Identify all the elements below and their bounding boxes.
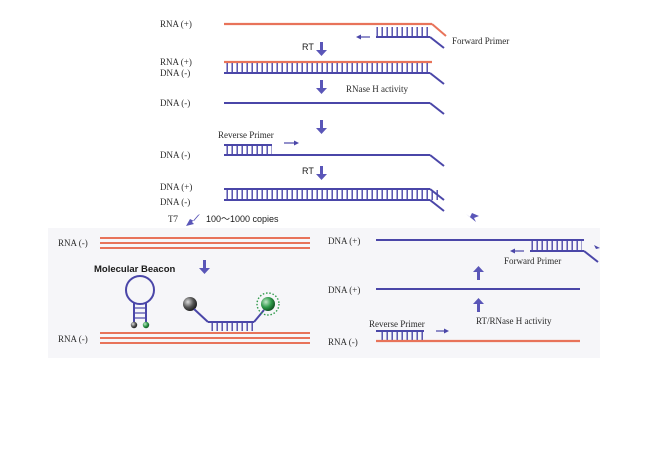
label-rna-minus-bottom: RNA (-) bbox=[58, 334, 88, 344]
arrow-up-2-shaft bbox=[477, 304, 480, 312]
arrow-step3-shaft bbox=[320, 120, 323, 128]
cycle-forward-arrowhead bbox=[510, 248, 515, 254]
arrow-rnase-shaft bbox=[320, 80, 323, 88]
cycle-forward-primer-tail bbox=[583, 250, 599, 263]
forward-primer-tail bbox=[429, 36, 445, 49]
reverse-primer-arrowhead bbox=[294, 140, 299, 146]
forward-primer-rungs bbox=[376, 27, 428, 37]
step-rt-1: RT bbox=[302, 42, 314, 52]
label-dna-minus-1: DNA (-) bbox=[160, 68, 190, 78]
arrow-up-1-shaft bbox=[477, 272, 480, 280]
arrow-rt-2-shaft bbox=[320, 166, 323, 174]
label-dna-plus-1: DNA (+) bbox=[160, 182, 192, 192]
ds-dna-minus-tail bbox=[429, 199, 445, 212]
beacon-open-arm-left bbox=[193, 308, 209, 323]
label-rna-minus-right: RNA (-) bbox=[328, 337, 358, 347]
label-dna-minus-2: DNA (-) bbox=[160, 98, 190, 108]
reverse-primer-rungs bbox=[226, 146, 272, 155]
label-rna-plus: RNA (+) bbox=[160, 19, 192, 29]
beacon-open-arm-right bbox=[253, 309, 265, 323]
arrow-step3-head bbox=[316, 128, 327, 134]
step-copies: 100～1000 copies bbox=[206, 214, 279, 224]
beacon-quencher-closed bbox=[130, 321, 138, 329]
hybrid-rungs bbox=[226, 63, 430, 73]
label-dna-minus-4: DNA (-) bbox=[160, 197, 190, 207]
arrow-rt-1-shaft bbox=[320, 42, 323, 50]
hybrid-dna-tail bbox=[429, 72, 445, 85]
cycle-small-arrow bbox=[594, 245, 600, 249]
forward-primer-arrowhead bbox=[356, 34, 361, 40]
rna-plus-tail bbox=[431, 23, 447, 37]
arrow-beacon-shaft bbox=[203, 260, 206, 268]
cycle-forward-primer-rungs bbox=[530, 241, 582, 251]
beacon-fluor-closed bbox=[142, 321, 150, 329]
step-rt-rnase-h: RT/RNase H activity bbox=[476, 316, 552, 326]
step-rnase-h: RNase H activity bbox=[346, 84, 408, 94]
label-dna-minus-3: DNA (-) bbox=[160, 150, 190, 160]
arrow-rt-1-head bbox=[316, 50, 327, 56]
fluorescence-halo bbox=[256, 292, 280, 316]
beacon-quencher-open bbox=[183, 297, 197, 311]
label-reverse-primer-right: Reverse Primer bbox=[369, 319, 425, 329]
arrow-t7 bbox=[186, 214, 200, 226]
arrow-up-2-head bbox=[473, 298, 484, 304]
label-reverse-primer-top: Reverse Primer bbox=[218, 130, 274, 140]
label-rna-plus-2: RNA (+) bbox=[160, 57, 192, 67]
arrow-rnase-head bbox=[316, 88, 327, 94]
beacon-fluor-open bbox=[261, 297, 275, 311]
arrow-up-1-head bbox=[473, 266, 484, 272]
ds-dna-rungs bbox=[226, 190, 438, 200]
label-dna-plus-right-1: DNA (+) bbox=[328, 236, 360, 246]
arrow-beacon-head bbox=[199, 268, 210, 274]
beacon-open-rungs bbox=[210, 322, 254, 331]
cycle-reverse-primer-rungs bbox=[378, 332, 424, 341]
label-forward-primer-right: Forward Primer bbox=[504, 256, 561, 266]
step-rt-2: RT bbox=[302, 166, 314, 176]
label-forward-primer-top: Forward Primer bbox=[452, 36, 509, 46]
lower-panel-bg bbox=[48, 228, 600, 358]
label-rna-minus-top: RNA (-) bbox=[58, 238, 88, 248]
arrow-rt-2-head bbox=[316, 174, 327, 180]
beacon-loop bbox=[125, 275, 155, 305]
label-dna-plus-right-2: DNA (+) bbox=[328, 285, 360, 295]
label-molecular-beacon: Molecular Beacon bbox=[94, 264, 175, 275]
arrow-to-cycle bbox=[466, 213, 479, 222]
cycle-reverse-arrowhead bbox=[444, 328, 449, 334]
dna-minus-tail-2 bbox=[429, 154, 445, 167]
step-t7: T7 bbox=[168, 214, 178, 224]
dna-minus-tail bbox=[429, 102, 445, 115]
